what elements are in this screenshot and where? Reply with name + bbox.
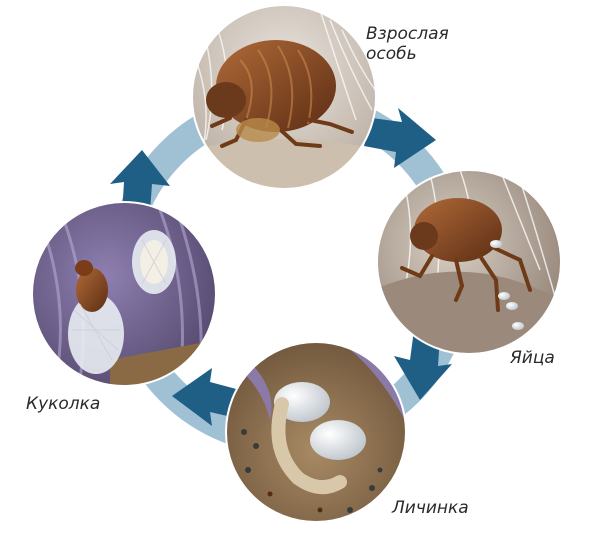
flea-eggs-illustration	[377, 170, 561, 354]
stage-label-pupa: Куколка	[26, 394, 101, 414]
stage-label-eggs: Яйца	[510, 348, 555, 368]
arrow-larva-to-pupa	[172, 368, 240, 426]
arrow-pupa-to-adult	[110, 150, 170, 214]
stage-label-adult: Взрослая особь	[366, 24, 449, 64]
stage-label-larva: Личинка	[392, 498, 469, 518]
larva-illustration	[226, 342, 406, 522]
arrow-adult-to-eggs	[364, 108, 436, 168]
